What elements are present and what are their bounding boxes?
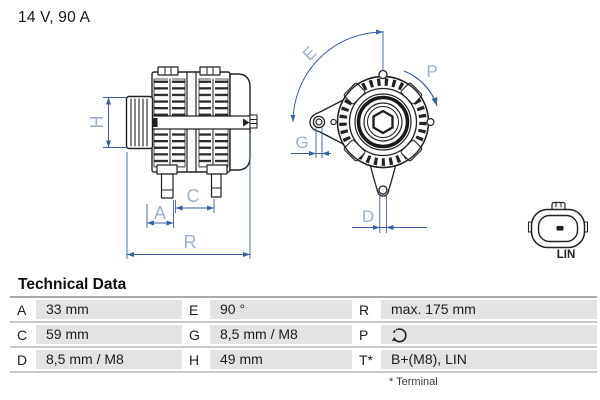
dim-label-a: A	[154, 203, 166, 223]
front-view-dimensions	[290, 29, 438, 233]
front-view-drawing	[309, 69, 435, 197]
dim-value-h: 49 mm	[210, 350, 352, 369]
technical-data-heading: Technical Data	[18, 276, 127, 293]
terminal-footnote: * Terminal	[389, 376, 438, 388]
dim-key-g: G	[182, 326, 210, 343]
dim-key-c: C	[10, 326, 36, 343]
technical-drawing: H A C R	[87, 29, 589, 261]
dim-key-t: T*	[352, 351, 381, 368]
dim-label-c: C	[187, 186, 200, 206]
side-view-drawing	[125, 66, 258, 199]
dim-key-r: R	[352, 301, 381, 318]
dim-key-e: E	[182, 301, 210, 318]
rating-title: 14 V, 90 A	[18, 9, 91, 26]
dim-label-h: H	[87, 116, 107, 129]
dim-value-r: max. 175 mm	[381, 300, 597, 319]
connector-drawing: LIN	[527, 201, 589, 261]
side-view-dimension-labels: H A C R	[87, 116, 200, 253]
table-row: C 59 mm G 8,5 mm / M8 P	[10, 323, 597, 348]
dim-key-d: D	[10, 351, 36, 368]
dim-key-a: A	[10, 301, 36, 318]
dim-label-r: R	[184, 232, 197, 252]
dim-value-g: 8,5 mm / M8	[210, 325, 352, 344]
dim-label-p: P	[426, 62, 437, 81]
dim-key-h: H	[182, 351, 210, 368]
dim-value-t: B+(M8), LIN	[381, 350, 597, 369]
dim-value-p	[381, 325, 597, 344]
connector-pin	[556, 226, 564, 231]
side-view-dimensions	[103, 97, 251, 259]
dim-value-e: 90 °	[210, 300, 352, 319]
dim-value-a: 33 mm	[36, 300, 182, 319]
dim-value-d: 8,5 mm / M8	[36, 350, 182, 369]
dim-value-c: 59 mm	[36, 325, 182, 344]
dim-label-g: G	[295, 133, 308, 152]
rotation-clockwise-icon	[391, 327, 407, 342]
table-row: D 8,5 mm / M8 H 49 mm T* B+(M8), LIN	[10, 348, 597, 373]
connector-label: LIN	[557, 249, 576, 261]
table-row: A 33 mm E 90 ° R max. 175 mm	[10, 298, 597, 323]
technical-data-table: A 33 mm E 90 ° R max. 175 mm C 59 mm G 8…	[10, 296, 597, 373]
dim-key-p: P	[352, 326, 381, 343]
dim-label-d: D	[362, 207, 374, 226]
